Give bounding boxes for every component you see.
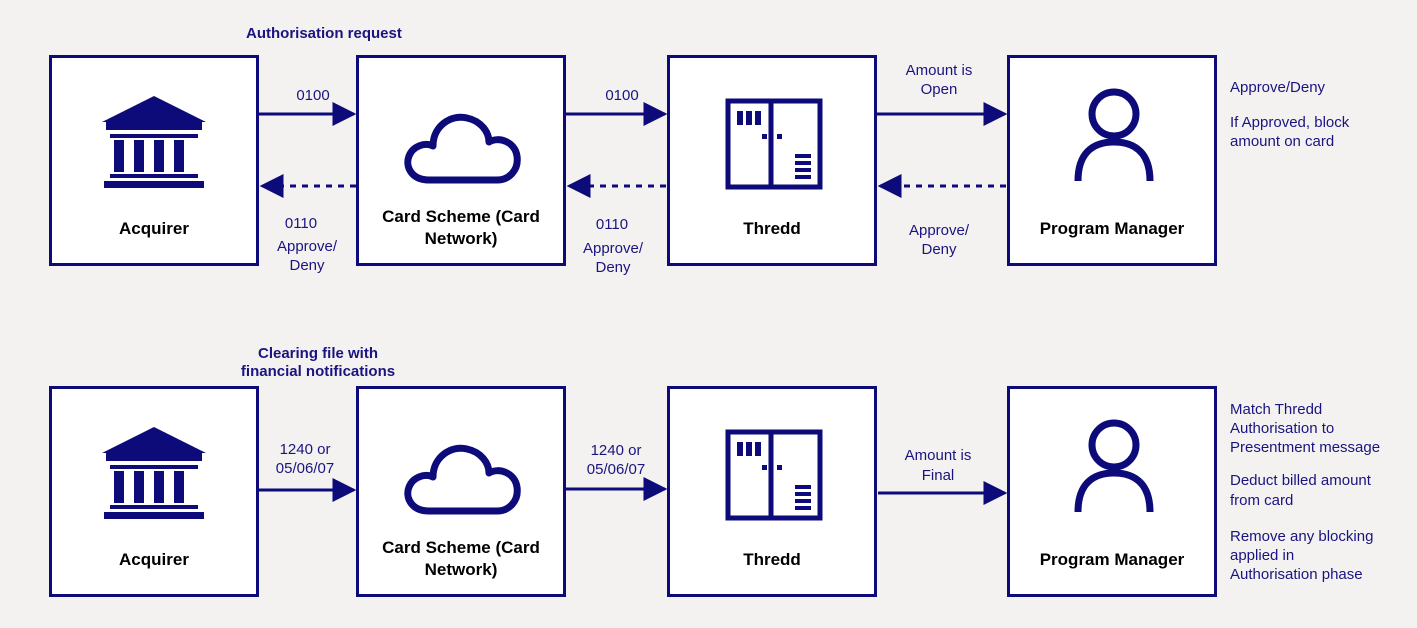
server-icon [725, 98, 823, 190]
card-scheme-box-clearing: Card Scheme (Card Network) [356, 386, 566, 597]
acquirer-box-clearing: Acquirer [49, 386, 259, 597]
label-acq-to-scheme-auth: 0100 [296, 87, 330, 104]
clearing-note2-line1: Deduct billed amount [1230, 472, 1371, 489]
auth-note-block-line1: If Approved, block [1230, 114, 1350, 131]
label-thredd-to-scheme-return-line3: Deny [595, 259, 631, 276]
program-manager-label: Program Manager [1039, 550, 1185, 569]
card-scheme-label-line2: Network) [424, 229, 498, 248]
auth-note-block-line2: amount on card [1230, 133, 1335, 150]
label-thredd-to-pm-clearing-line1: Amount is [904, 447, 972, 464]
person-icon [1074, 419, 1154, 513]
clearing-note1-line3: Presentment message [1230, 439, 1381, 456]
clearing-note3-line3: Authorisation phase [1230, 566, 1363, 583]
label-pm-to-thredd-return-line2: Deny [921, 241, 957, 258]
thredd-label: Thredd [743, 219, 801, 238]
acquirer-label: Acquirer [119, 550, 189, 569]
card-scheme-box-auth: Card Scheme (Card Network) [356, 55, 566, 266]
clearing-note3-line2: applied in [1230, 547, 1295, 564]
cloud-icon [404, 444, 521, 515]
program-manager-box-clearing: Program Manager [1007, 386, 1217, 597]
cloud-icon [404, 113, 521, 184]
program-manager-label: Program Manager [1039, 219, 1185, 238]
label-scheme-to-thredd-clearing-line2: 05/06/07 [586, 461, 646, 478]
label-scheme-to-thredd-clearing-line1: 1240 or [590, 442, 642, 459]
card-scheme-label-line2: Network) [424, 560, 498, 579]
clearing-note3-line1: Remove any blocking [1230, 528, 1374, 545]
clearing-note1-line2: Authorisation to [1230, 420, 1335, 437]
auth-note-approve-deny: Approve/Deny [1230, 79, 1326, 96]
label-scheme-to-acq-return-line3: Deny [289, 257, 325, 274]
label-thredd-to-pm-clearing-line2: Final [921, 467, 955, 484]
label-acq-to-scheme-clearing-line1: 1240 or [279, 441, 331, 458]
acquirer-label: Acquirer [119, 219, 189, 238]
label-pm-to-thredd-return-line1: Approve/ [908, 222, 970, 239]
thredd-label: Thredd [743, 550, 801, 569]
server-icon [725, 429, 823, 521]
clearing-note1-line1: Match Thredd [1230, 401, 1323, 418]
label-thredd-to-scheme-return-line1: 0110 [595, 216, 629, 233]
auth-heading: Authorisation request [246, 25, 402, 42]
acquirer-box-auth: Acquirer [49, 55, 259, 266]
clearing-heading-line1: Clearing file with [257, 345, 378, 362]
thredd-box-auth: Thredd [667, 55, 877, 266]
label-scheme-to-thredd-auth: 0100 [605, 87, 639, 104]
bank-icon [102, 96, 206, 188]
clearing-heading-line2: financial notifications [240, 363, 396, 380]
label-acq-to-scheme-clearing-line2: 05/06/07 [275, 460, 335, 477]
card-scheme-label-line1: Card Scheme (Card [382, 207, 540, 226]
label-thredd-to-pm-auth-line2: Open [920, 81, 958, 98]
person-icon [1074, 88, 1154, 182]
label-scheme-to-acq-return-line1: 0110 [284, 215, 318, 232]
program-manager-box-auth: Program Manager [1007, 55, 1217, 266]
clearing-note2-line2: from card [1230, 492, 1294, 509]
label-thredd-to-scheme-return-line2: Approve/ [582, 240, 644, 257]
card-scheme-label-line1: Card Scheme (Card [382, 538, 540, 557]
label-thredd-to-pm-auth-line1: Amount is [905, 62, 973, 79]
thredd-box-clearing: Thredd [667, 386, 877, 597]
bank-icon [102, 427, 206, 519]
label-scheme-to-acq-return-line2: Approve/ [276, 238, 338, 255]
